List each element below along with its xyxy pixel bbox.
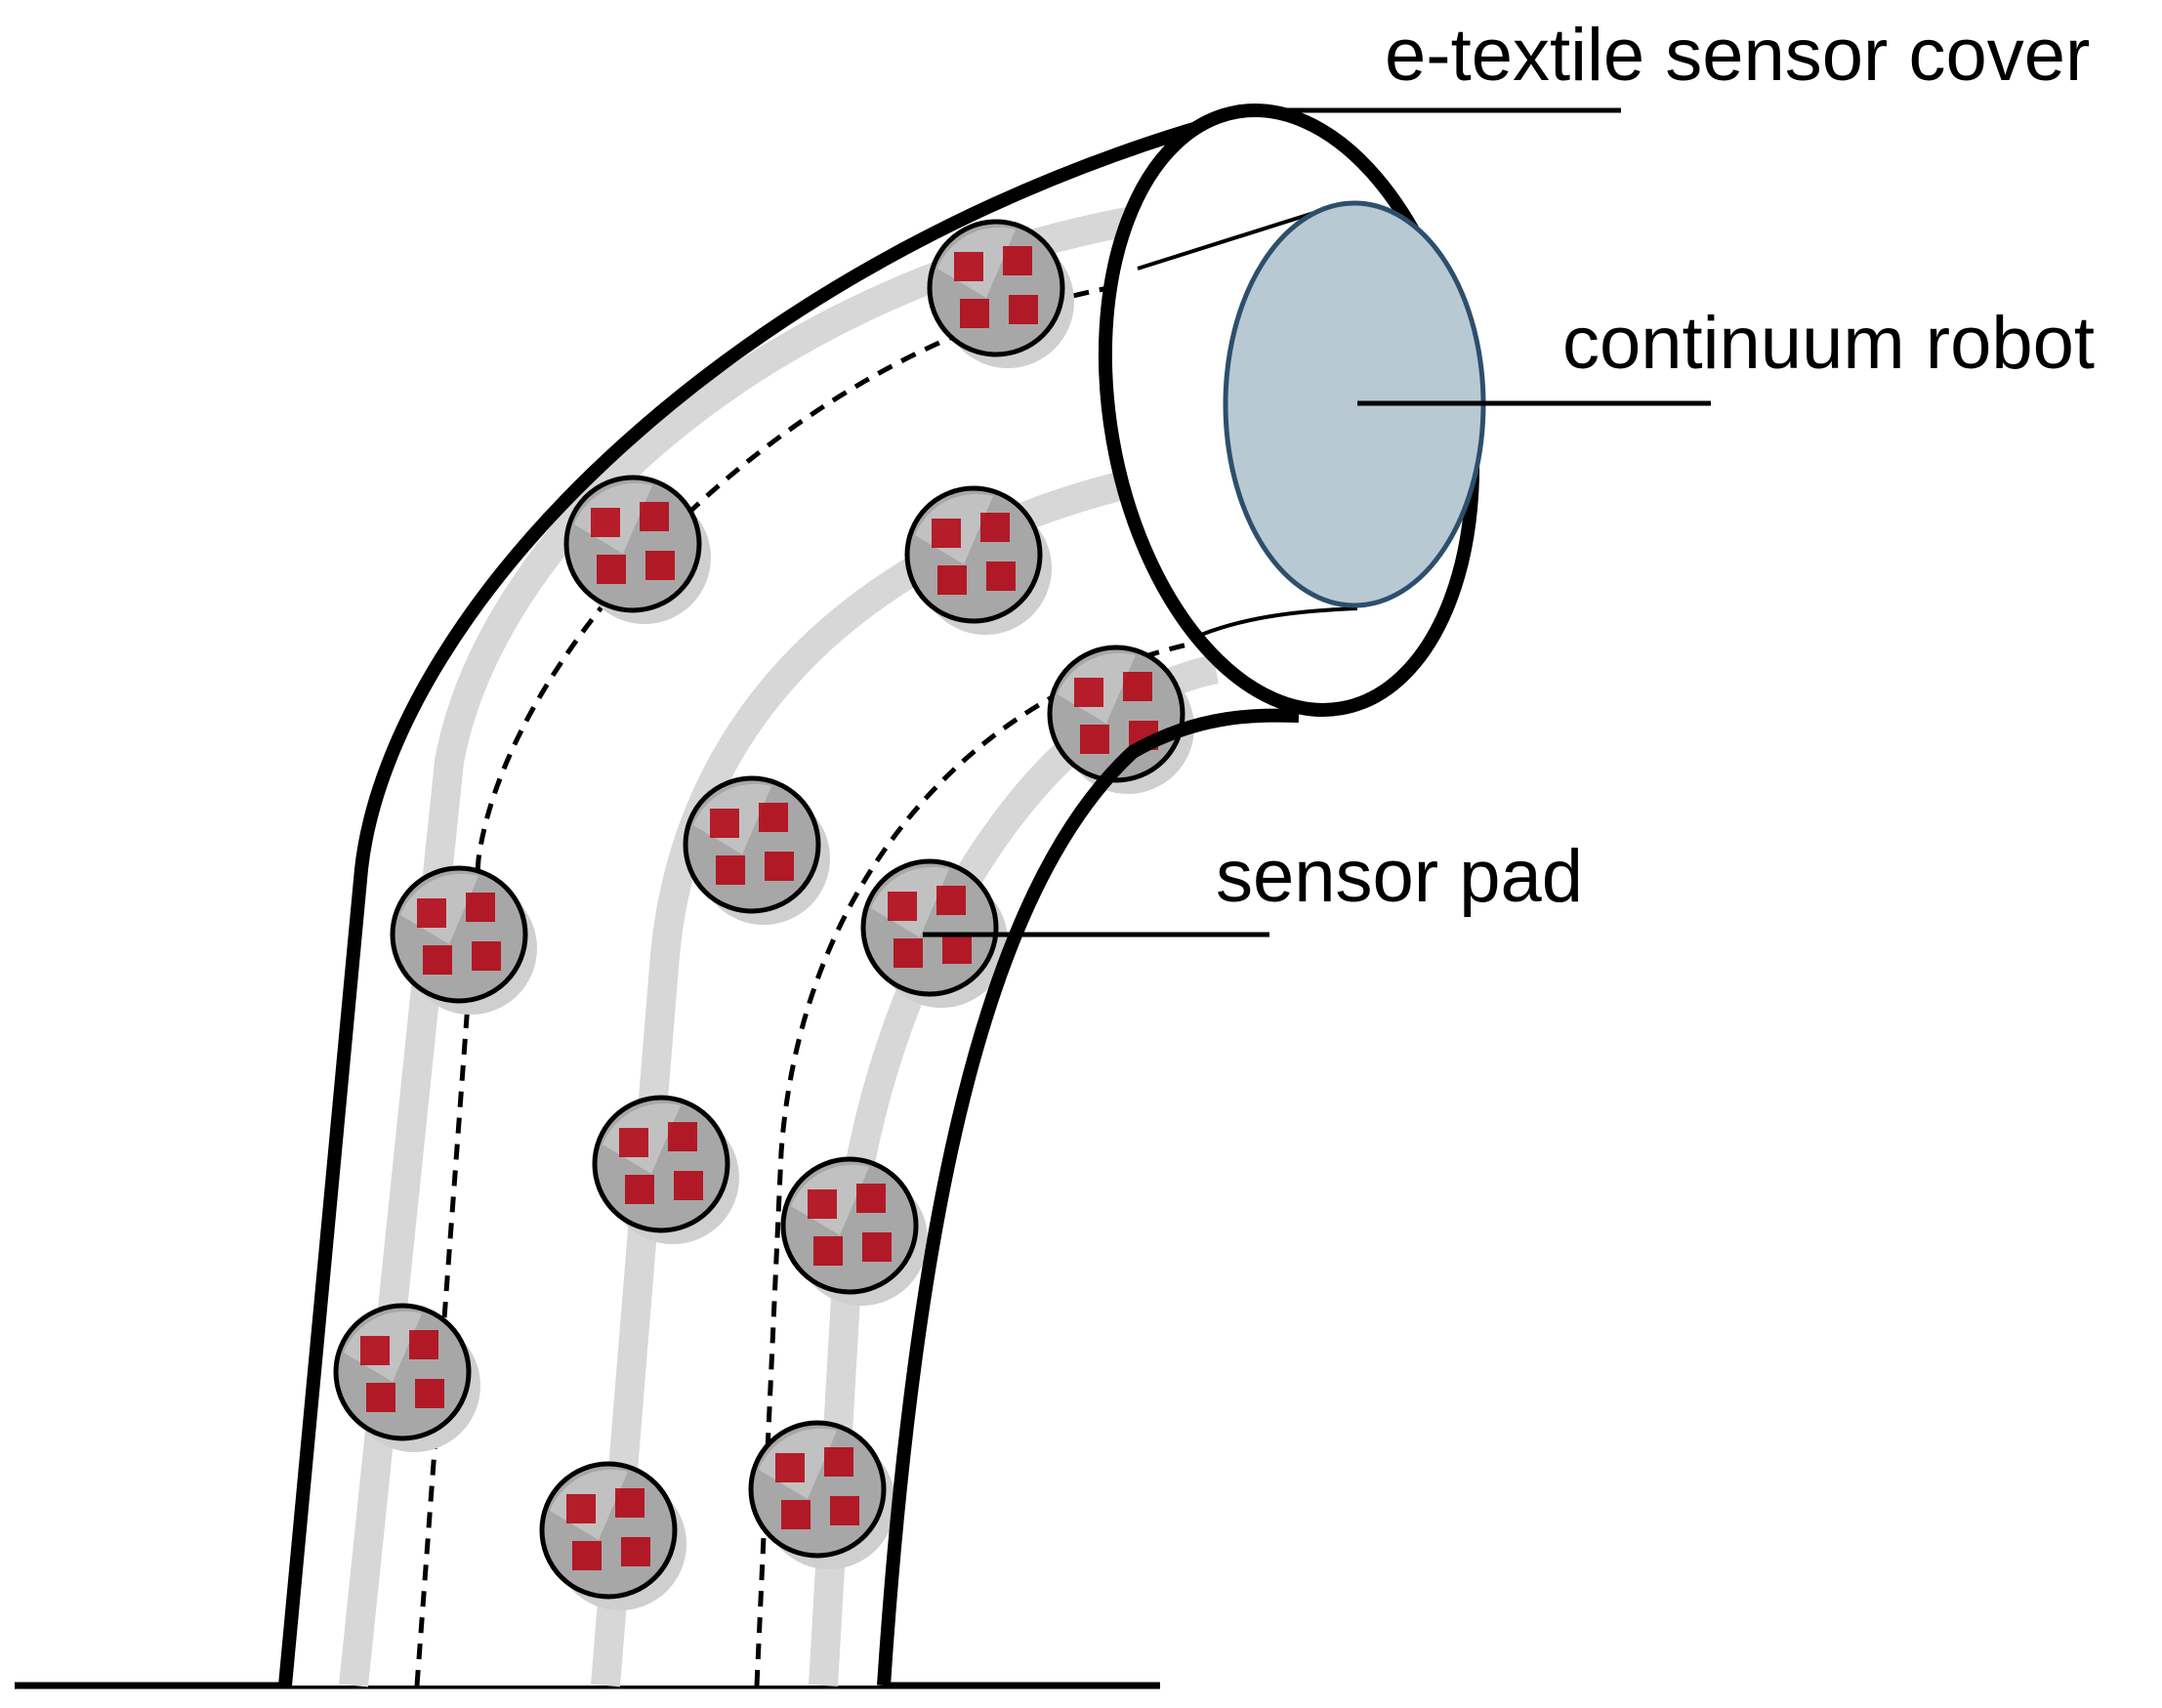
sensor-pad	[539, 1461, 686, 1610]
sensor-pad	[683, 775, 830, 925]
electrode-dot	[862, 1232, 892, 1262]
label-continuum-robot: continuum robot	[1562, 302, 2095, 385]
sensor-pad	[780, 1156, 928, 1306]
electrode-dot	[674, 1171, 703, 1200]
sensor-pad-ring	[780, 1156, 919, 1295]
electrode-dot	[813, 1236, 843, 1266]
electrode-dot	[716, 855, 745, 885]
sensor-pad	[748, 1420, 895, 1569]
sleeve-outer-edge	[278, 104, 1262, 1687]
electrode-dot	[1123, 672, 1152, 701]
electrode-dot	[619, 1128, 648, 1157]
sensor-pad	[333, 1303, 480, 1452]
sensor-pad-ring	[333, 1303, 472, 1441]
electrode-dot	[932, 519, 961, 548]
electrode-dot	[1009, 295, 1038, 324]
electrode-dot	[759, 803, 788, 832]
sleeve-inner-edge	[877, 708, 1300, 1687]
electrode-dot	[888, 892, 917, 921]
electrode-dot	[417, 898, 446, 928]
electrode-dot	[566, 1494, 596, 1523]
sensor-pad-ring	[748, 1420, 887, 1559]
sensor-pad	[904, 485, 1052, 635]
electrode-dot	[591, 508, 620, 537]
sensor-pads	[333, 219, 1194, 1610]
electrode-dot	[960, 299, 989, 328]
electrode-dot	[625, 1175, 654, 1204]
sensor-pad-ring	[683, 775, 821, 914]
sensor-pad	[927, 219, 1074, 368]
electrode-dot	[856, 1184, 886, 1213]
electrode-dot	[640, 502, 669, 531]
sensor-pad	[860, 858, 1008, 1008]
electrode-dot	[954, 252, 983, 281]
electrode-dot	[936, 886, 966, 915]
electrode-dot	[409, 1330, 438, 1359]
electrode-dot	[615, 1488, 644, 1518]
electrode-dot	[621, 1537, 650, 1566]
robot-inner-edge	[1137, 208, 1324, 271]
label-sensor-pad: sensor pad	[1216, 835, 1583, 918]
electrode-dot	[360, 1336, 390, 1365]
sensor-pad	[1047, 645, 1194, 794]
electrode-dot	[808, 1189, 837, 1219]
robot-lower-edge	[1200, 606, 1358, 637]
sensor-pad	[592, 1095, 739, 1244]
electrode-dot	[942, 935, 972, 964]
electrode-dot	[415, 1379, 444, 1408]
sensor-pad-ring	[927, 219, 1065, 357]
electrode-dot	[597, 555, 626, 584]
electrode-dot	[710, 809, 739, 838]
label-e-textile-sensor-cover: e-textile sensor cover	[1385, 14, 2090, 97]
electrode-dot	[572, 1541, 602, 1570]
sensor-pad-ring	[1047, 645, 1185, 783]
sensor-pad	[563, 475, 711, 624]
electrode-dot	[466, 893, 495, 922]
sensor-pad-ring	[539, 1461, 678, 1600]
electrode-dot	[1074, 678, 1103, 707]
electrode-dot	[472, 941, 501, 971]
electrode-dot	[986, 562, 1016, 591]
electrode-dot	[1003, 246, 1032, 275]
sensor-pad-ring	[390, 865, 528, 1004]
electrode-dot	[937, 565, 967, 595]
electrode-dot	[781, 1500, 811, 1529]
electrode-dot	[668, 1122, 697, 1151]
electrode-dot	[765, 852, 794, 881]
electrode-dot	[775, 1453, 805, 1482]
electrode-dot	[830, 1496, 859, 1525]
electrode-dot	[1080, 725, 1109, 754]
sensor-pad-ring	[904, 485, 1043, 624]
electrode-dot	[894, 938, 923, 968]
electrode-dot	[366, 1383, 395, 1412]
electrode-dot	[645, 551, 675, 580]
sensor-pad-ring	[563, 475, 702, 613]
sensor-pad-ring	[592, 1095, 730, 1233]
electrode-dot	[423, 945, 452, 975]
sensor-pad	[390, 865, 537, 1015]
sensor-pad-ring	[860, 858, 999, 997]
electrode-dot	[824, 1447, 853, 1477]
electrode-dot	[980, 513, 1010, 542]
